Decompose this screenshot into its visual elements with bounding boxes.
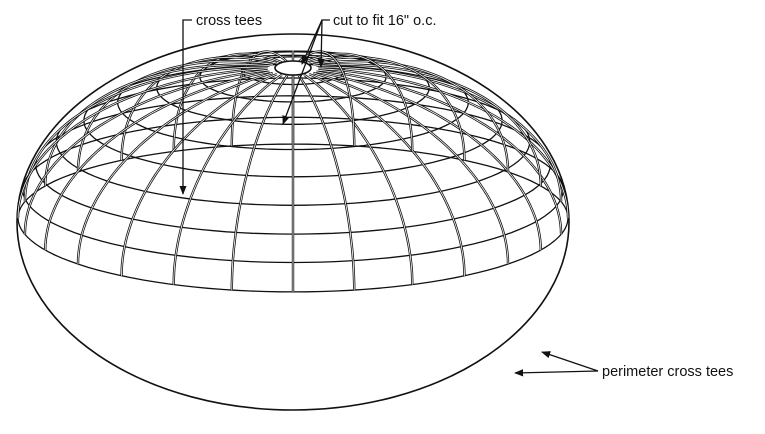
main-tee [297, 74, 356, 291]
leader-cross-tees [179, 19, 192, 195]
main-tee [230, 74, 289, 291]
main-tee-inner [316, 64, 542, 186]
main-tee-inner [313, 72, 509, 265]
main-tee-inner [24, 69, 268, 235]
callout-cut-to-fit: cut to fit 16" o.c. [282, 13, 436, 125]
main-tee-inner [298, 51, 355, 146]
main-tee-inner [121, 56, 277, 161]
main-tee-inner [44, 64, 270, 186]
label-cut-to-fit: cut to fit 16" o.c. [333, 13, 436, 29]
main-tee-inner [231, 75, 288, 291]
leader-cut-to-fit-b [301, 19, 323, 65]
callout-perimeter-cross-tees: perimeter cross tees [514, 351, 733, 380]
main-tee-inner [298, 75, 355, 291]
main-tee-inner [313, 60, 509, 172]
leader-perimeter-b [514, 369, 599, 377]
main-tee-inner [318, 69, 562, 235]
main-tee-inner [316, 71, 542, 251]
leader-cut-to-fit-c [317, 19, 325, 68]
callout-cross-tees: cross tees [179, 13, 262, 195]
main-tee [303, 73, 414, 285]
main-tee-inner [24, 66, 268, 202]
main-tee [172, 73, 283, 285]
dome-rim-outer [16, 33, 570, 411]
main-tee-inner [303, 74, 413, 285]
main-tee-inner [44, 71, 270, 251]
main-tee-inner [309, 56, 465, 161]
dome-frame [16, 33, 570, 411]
main-tee-inner [318, 66, 562, 202]
main-tee-inner [173, 74, 283, 285]
main-tee-inner [77, 72, 273, 265]
label-perimeter-cross-tees: perimeter cross tees [602, 364, 733, 380]
leader-perimeter-a [541, 351, 599, 372]
main-tee-inner [17, 68, 268, 219]
main-tee-inner [304, 53, 413, 152]
main-tee-inner [121, 73, 278, 276]
label-cross-tees: cross tees [196, 13, 262, 29]
